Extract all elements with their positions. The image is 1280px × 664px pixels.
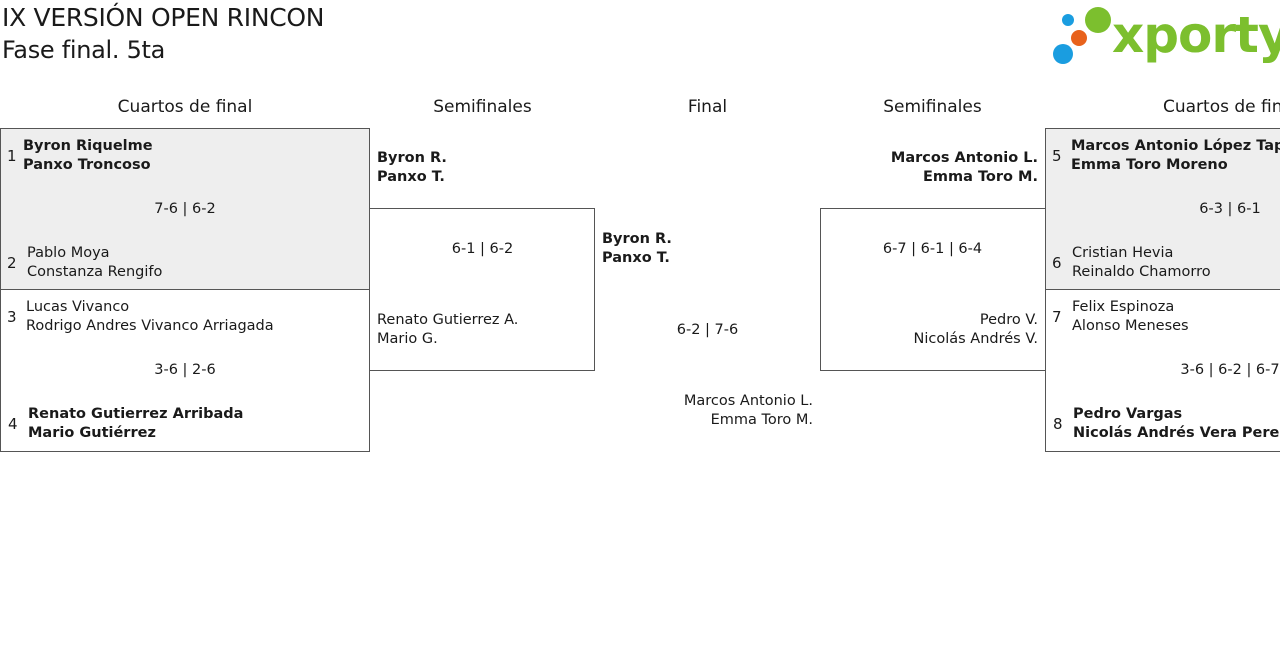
player-name: Nicolás Andrés V.	[913, 331, 1039, 347]
player-name: Renato Gutierrez Arribada	[28, 406, 244, 422]
match-score: 6-2 | 7-6	[676, 322, 739, 338]
player-name: Marcos Antonio L.	[683, 393, 813, 409]
player-name: Panxo Troncoso	[23, 157, 151, 173]
player-name: Byron R.	[377, 150, 447, 166]
player-name: Marcos Antonio L.	[890, 150, 1038, 166]
bracket-connector	[370, 208, 595, 371]
player-name: Byron Riquelme	[23, 138, 153, 154]
player-name: Pablo Moya	[27, 245, 110, 261]
seed-number: 6	[1052, 254, 1062, 272]
player-name: Renato Gutierrez A.	[377, 312, 519, 328]
player-name: Nicolás Andrés Vera Perez	[1073, 425, 1280, 441]
player-name: Mario Gutiérrez	[28, 425, 156, 441]
round-header-semi-left: Semifinales	[433, 97, 532, 117]
player-name: Byron R.	[602, 231, 672, 247]
seed-number: 2	[7, 254, 17, 272]
player-name: Mario G.	[377, 331, 438, 347]
match-score: 3-6 | 6-2 | 6-7	[1180, 362, 1280, 378]
bracket-connector	[820, 208, 1045, 371]
seed-number: 7	[1052, 308, 1062, 326]
round-header-quarter-left: Cuartos de final	[117, 97, 253, 117]
match-score: 7-6 | 6-2	[154, 201, 216, 217]
player-name: Pedro Vargas	[1073, 406, 1183, 422]
xporty-logo-text: xporty	[1112, 6, 1280, 64]
qf-match-1[interactable]: 1 Byron Riquelme Panxo Troncoso 7-6 | 6-…	[0, 128, 370, 290]
quarter-right-column: 5 Marcos Antonio López Tapia Emma Toro M…	[1045, 96, 1280, 456]
tournament-title: IX VERSIÓN OPEN RINCON	[2, 3, 325, 32]
sf-match-left[interactable]: Byron R. Panxo T. 6-1 | 6-2 Renato Gutie…	[370, 128, 595, 371]
seed-number: 4	[8, 415, 18, 433]
match-score: 6-3 | 6-1	[1199, 201, 1261, 217]
player-name: Lucas Vivanco	[26, 299, 130, 315]
player-name: Rodrigo Andres Vivanco Arriagada	[26, 318, 274, 334]
qf-match-3[interactable]: 5 Marcos Antonio López Tapia Emma Toro M…	[1045, 128, 1280, 290]
tournament-phase: Fase final. 5ta	[2, 36, 166, 64]
player-name: Panxo T.	[602, 250, 670, 266]
player-name: Panxo T.	[377, 169, 445, 185]
player-name: Reinaldo Chamorro	[1072, 264, 1211, 280]
seed-number: 8	[1053, 415, 1063, 433]
player-name: Emma Toro M.	[923, 169, 1038, 185]
sf-match-right[interactable]: Marcos Antonio L. Emma Toro M. 6-7 | 6-1…	[820, 128, 1045, 371]
seed-number: 1	[7, 147, 17, 165]
player-name: Constanza Rengifo	[27, 264, 163, 280]
match-score: 6-1 | 6-2	[451, 241, 514, 257]
seed-number: 5	[1052, 147, 1062, 165]
match-score: 6-7 | 6-1 | 6-4	[882, 241, 983, 257]
player-name: Emma Toro Moreno	[1071, 157, 1228, 173]
round-header-semi-right: Semifinales	[883, 97, 982, 117]
seed-number: 3	[7, 308, 17, 326]
final-match[interactable]: Byron R. Panxo T. 6-2 | 7-6 Marcos Anton…	[595, 200, 820, 440]
round-header-final: Final	[687, 97, 728, 117]
round-header-quarter-right: Cuartos de final	[1163, 97, 1280, 117]
player-name: Felix Espinoza	[1072, 299, 1175, 315]
qf-match-2[interactable]: 3 Lucas Vivanco Rodrigo Andres Vivanco A…	[0, 289, 370, 452]
match-score: 3-6 | 2-6	[154, 362, 216, 378]
player-name: Alonso Meneses	[1072, 318, 1189, 334]
player-name: Cristian Hevia	[1072, 245, 1174, 261]
player-name: Marcos Antonio López Tapia	[1071, 138, 1280, 154]
player-name: Pedro V.	[979, 312, 1038, 328]
player-name: Emma Toro M.	[710, 412, 813, 428]
xporty-logo-dots-icon	[1053, 7, 1111, 64]
xporty-logo[interactable]: xporty	[1050, 4, 1280, 68]
qf-match-4[interactable]: 7 Felix Espinoza Alonso Meneses 3-6 | 6-…	[1045, 289, 1280, 452]
